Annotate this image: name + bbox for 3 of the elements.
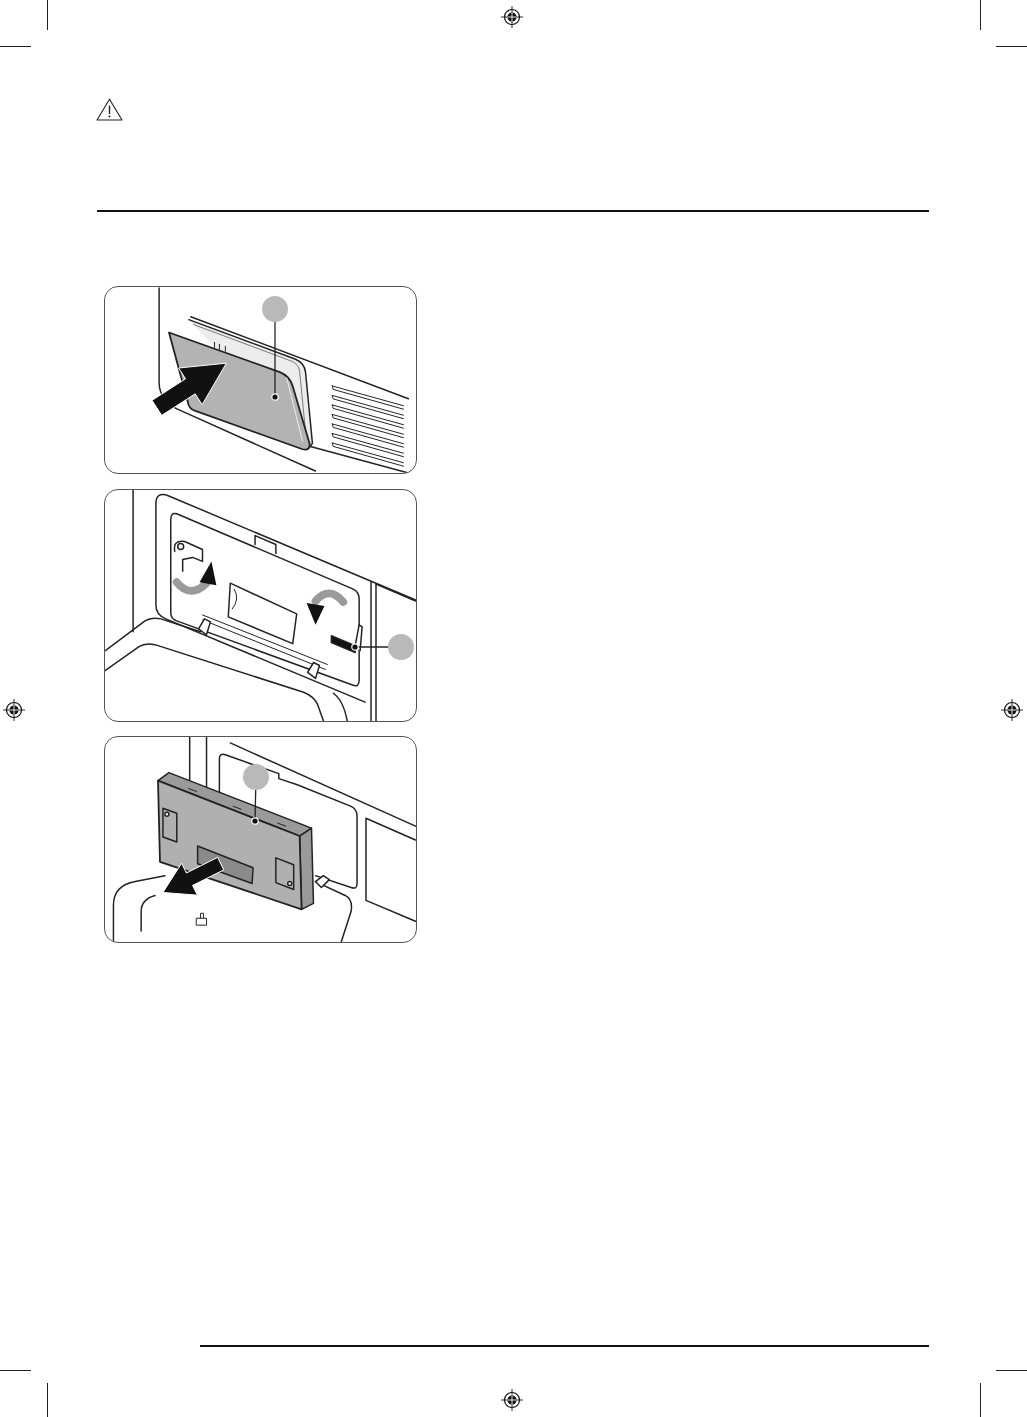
leader-line (251, 789, 259, 825)
leader-line (351, 643, 389, 651)
leader-line (271, 321, 279, 401)
